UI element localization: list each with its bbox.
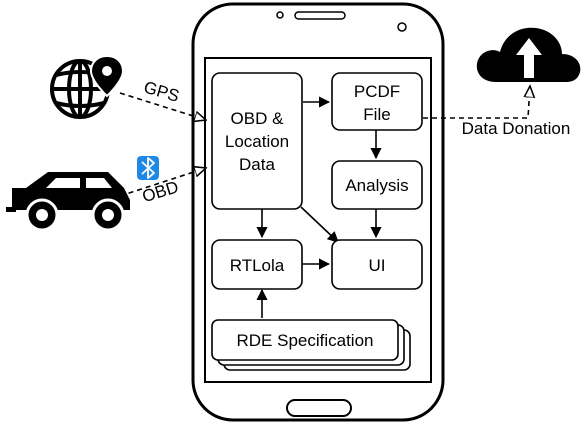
obd-location-data-box: OBD & Location Data <box>211 72 303 210</box>
obd-label: OBD <box>140 177 181 206</box>
analysis-label: Analysis <box>345 176 408 195</box>
cloud-upload-icon <box>476 27 581 83</box>
pcdf-box-line2: File <box>363 105 390 124</box>
obd-box-line2: Location <box>225 132 289 151</box>
pcdf-file-box: PCDF File <box>331 72 423 131</box>
arrow-obd-to-ui <box>300 206 339 243</box>
bluetooth-icon <box>137 156 159 180</box>
location-pin-icon <box>89 54 125 98</box>
sensor-dot <box>276 11 284 19</box>
data-donation-link <box>423 86 530 119</box>
gps-link <box>119 92 206 120</box>
obd-box-line1: OBD & <box>231 109 285 128</box>
ui-label: UI <box>369 256 386 275</box>
rde-specification-label: RDE Specification <box>236 331 373 350</box>
rtlola-box: RTLola <box>211 239 303 290</box>
speaker-grille <box>294 11 346 20</box>
home-button[interactable] <box>286 399 352 417</box>
pcdf-box-line1: PCDF <box>354 82 400 101</box>
analysis-box: Analysis <box>331 160 423 210</box>
data-donation-label: Data Donation <box>462 119 571 138</box>
front-camera <box>397 22 407 32</box>
ui-box: UI <box>331 239 423 290</box>
rtlola-label: RTLola <box>230 256 285 275</box>
obd-box-line3: Data <box>239 155 275 174</box>
car-icon <box>6 172 130 232</box>
obd-link <box>119 168 206 197</box>
rde-specification-stack: RDE Specification <box>211 319 411 371</box>
